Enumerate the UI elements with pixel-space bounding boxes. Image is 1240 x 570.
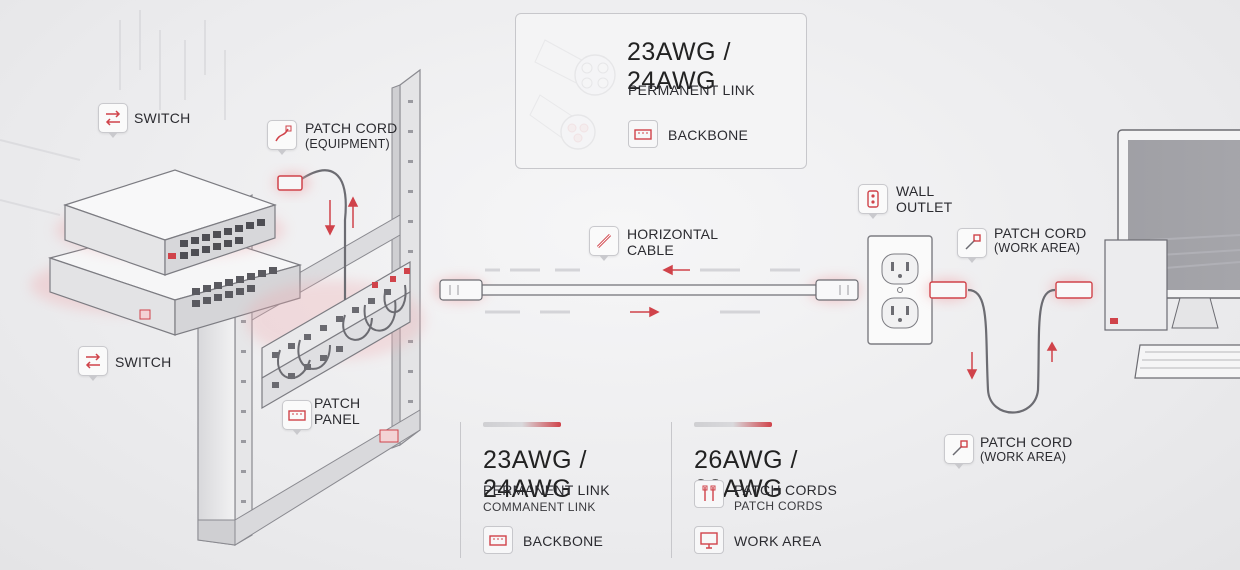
cable-icon <box>589 226 619 261</box>
legend-left-gauge: 23AWG / 24AWG <box>483 446 587 503</box>
patch-panel-label-1: PATCH <box>314 395 361 411</box>
rj45-plug-equipment <box>274 173 310 193</box>
patch-panel-icon <box>628 120 658 148</box>
patch-cord-work-area-top-label-2: (WORK AREA) <box>994 241 1081 255</box>
equipment-patch-cord <box>299 169 347 300</box>
wall-outlet-icon <box>858 184 888 219</box>
switch-arrows-icon <box>98 103 128 138</box>
switch-top-label: SWITCH <box>134 110 191 126</box>
legend-left: 23AWG / 24AWG PERMANENT LINK COMMANENT L… <box>460 422 671 558</box>
patch-cord-icon <box>267 120 297 155</box>
rj45-icon <box>944 434 974 469</box>
patch-cord-equipment-label-1: PATCH CORD <box>305 120 398 136</box>
horizontal-cable-label-2: CABLE <box>627 242 674 258</box>
patch-cord-work-area-top-label-1: PATCH CORD <box>994 225 1087 241</box>
legend-right-bar <box>694 422 772 427</box>
legend-left-usage: BACKBONE <box>523 533 604 549</box>
top-spec-usage: BACKBONE <box>668 127 749 143</box>
patch-panel-label-2: PANEL <box>314 411 360 427</box>
computer-workstation <box>1104 129 1240 379</box>
patch-cord-equipment-label-2: (EQUIPMENT) <box>305 137 390 151</box>
legend-right-line1: PATCH CORDS <box>734 482 838 498</box>
monitor-icon <box>694 526 724 554</box>
patch-cord-icon <box>694 480 724 508</box>
legend-left-bar <box>483 422 561 427</box>
legend-left-line1: PERMANENT LINK <box>483 482 610 498</box>
top-spec-card: 23AWG / 24AWG PERMANENT LINK BACKBONE <box>515 13 807 169</box>
patch-cord-work-area-bottom-label-1: PATCH CORD <box>980 434 1073 450</box>
patch-panel <box>245 260 425 410</box>
legend-left-line2: COMMANENT LINK <box>483 500 596 514</box>
patch-cord-work-area-bottom-label-2: (WORK AREA) <box>980 450 1067 464</box>
top-spec-link-type: PERMANENT LINK <box>628 82 755 98</box>
horizontal-cable-label-1: HORIZONTAL <box>627 226 719 242</box>
background-streaks <box>0 10 226 216</box>
work-area-patch-cord <box>926 279 1094 414</box>
switch-top <box>55 169 285 276</box>
rj45-icon <box>957 228 987 263</box>
legend-right: 26AWG / 28AWG PATCH CORDS PATCH CORDS WO… <box>671 422 892 558</box>
legend-right-usage: WORK AREA <box>734 533 822 549</box>
horizontal-cable <box>434 264 861 318</box>
top-spec-gauge: 23AWG / 24AWG <box>627 38 731 95</box>
patch-panel-icon <box>282 400 312 435</box>
switch-arrows-icon <box>78 346 108 381</box>
wall-outlet-label-1: WALL <box>896 183 935 199</box>
wall-outlet <box>867 235 933 345</box>
flow-arrows-rack <box>324 196 359 236</box>
patch-panel-icon <box>483 526 513 554</box>
wall-outlet-label-2: OUTLET <box>896 199 953 215</box>
switch-bottom-label: SWITCH <box>115 354 172 370</box>
legend-right-line2: PATCH CORDS <box>734 499 823 513</box>
